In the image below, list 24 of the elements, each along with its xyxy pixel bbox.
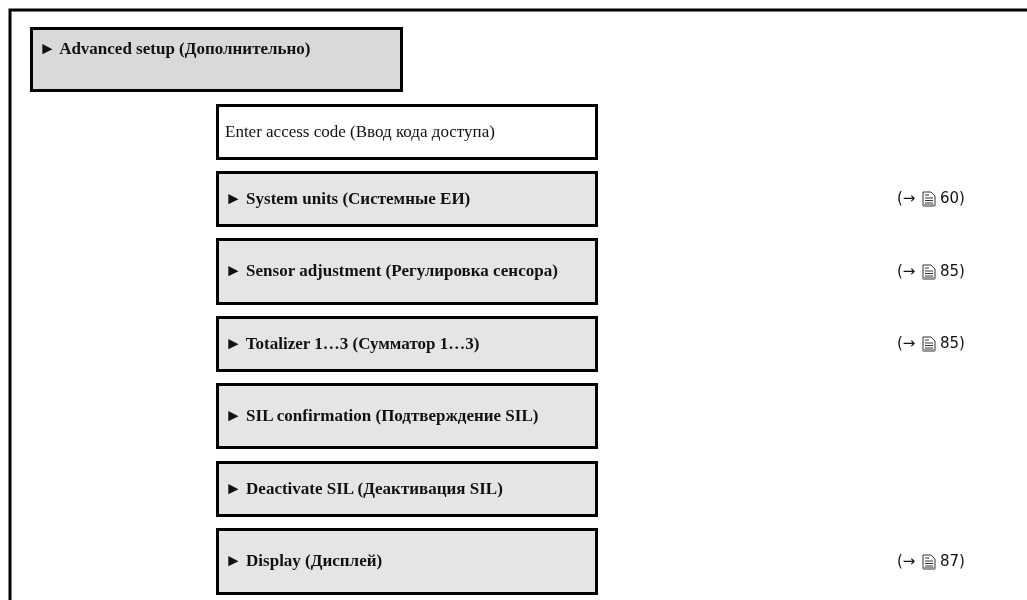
parameter-label: Enter access code (Ввод кода доступа): [225, 120, 495, 143]
submenu-label: ► System units (Системные ЕИ): [225, 187, 471, 210]
submenu-label: ► Sensor adjustment (Регулировка сенсора): [225, 260, 558, 283]
page-reference: (→: [897, 551, 916, 570]
submenu-box: [216, 171, 598, 227]
submenu-label: ► Deactivate SIL (Деактивация SIL): [225, 477, 503, 500]
submenu-box: [216, 461, 598, 517]
submenu-label: ► Totalizer 1…3 (Сумматор 1…3): [225, 332, 480, 355]
page-reference: 85): [940, 261, 965, 280]
parameter-box: [216, 104, 598, 160]
submenu-label: ► SIL confirmation (Подтверждение SIL): [225, 404, 539, 427]
page-reference: (→: [897, 334, 916, 352]
page-reference: 85): [940, 334, 965, 352]
submenu-box: [216, 238, 598, 305]
submenu-box: [216, 383, 598, 449]
page-reference: (→: [897, 261, 916, 280]
submenu-box: [30, 27, 403, 92]
page-reference: 60): [940, 189, 965, 207]
submenu-box: [216, 528, 598, 595]
page-reference: 87): [940, 551, 965, 570]
submenu-box: [216, 316, 598, 372]
submenu-label: ► Display (Дисплей): [225, 550, 383, 573]
submenu-label: ► Advanced setup (Дополнительно): [39, 38, 311, 60]
page-reference: (→: [897, 189, 916, 207]
